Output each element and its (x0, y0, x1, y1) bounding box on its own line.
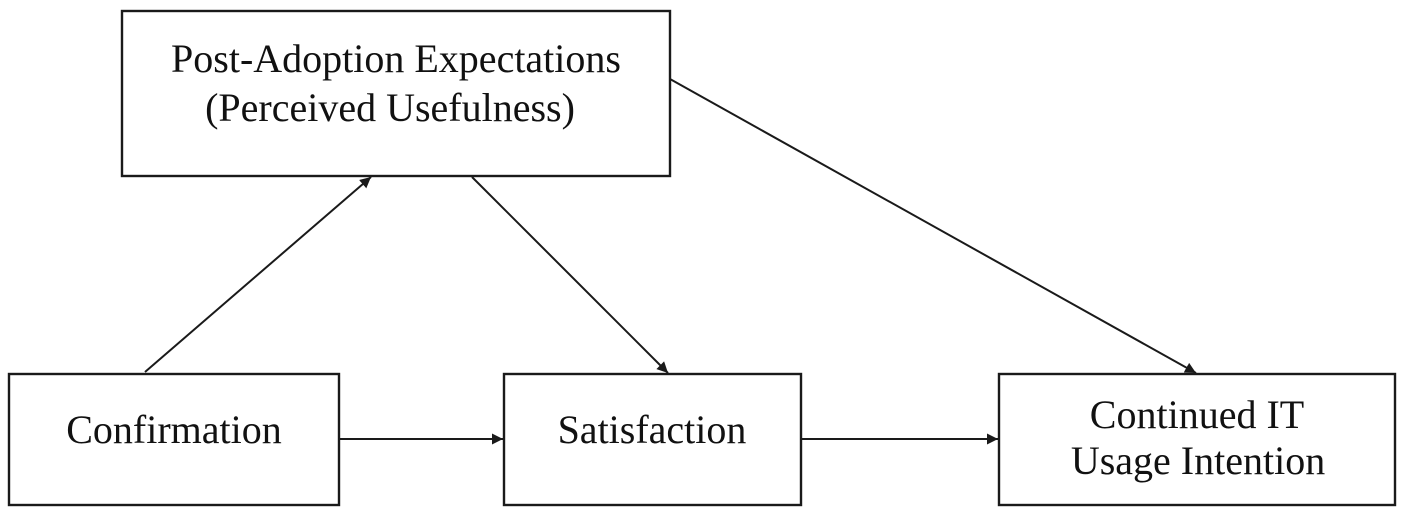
node-satisfaction: Satisfaction (502, 372, 803, 507)
arrow-post-adoption-to-satisfaction (471, 176, 669, 374)
arrow-post-adoption-to-continued-intention (669, 78, 1197, 374)
node-label-line-2: Usage Intention (1071, 438, 1325, 483)
node-box (502, 372, 803, 507)
node-label-line-1: Post-Adoption Expectations (171, 36, 621, 81)
edges (144, 78, 1197, 445)
node-confirmation: Confirmation (7, 372, 341, 507)
arrow-confirmation-to-post-adoption (144, 176, 372, 373)
node-post-adoption-expectations: Post-Adoption Expectations (Perceived Us… (120, 9, 672, 178)
node-box (120, 9, 672, 178)
node-box (997, 372, 1397, 507)
node-box (7, 372, 341, 507)
node-label-line-1: Continued IT (1090, 392, 1304, 437)
node-label: Confirmation (66, 407, 282, 452)
node-continued-it-usage-intention: Continued IT Usage Intention (997, 372, 1397, 507)
node-label-line-2: (Perceived Usefulness) (205, 85, 575, 130)
node-label: Satisfaction (558, 407, 747, 452)
